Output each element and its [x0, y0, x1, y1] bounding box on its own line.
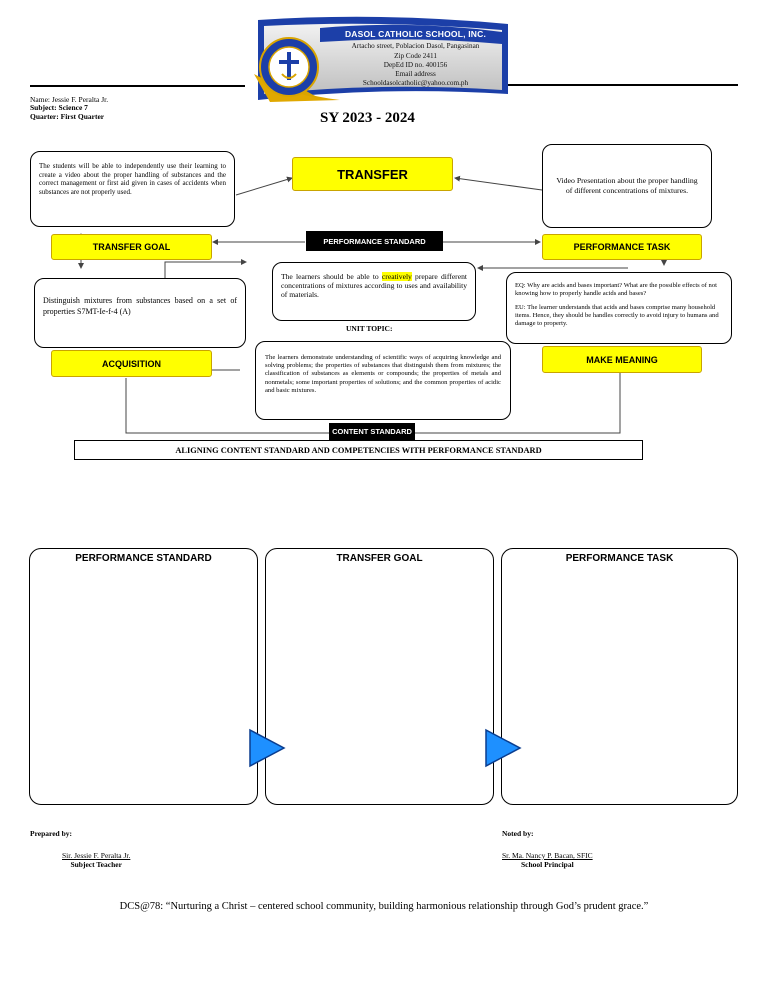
transfer-goal-text: The students will be able to independent… [39, 162, 226, 196]
school-name: DASOL CATHOLIC SCHOOL, INC. [344, 29, 487, 39]
teacher-name: Name: Jessie F. Peralta Jr. [30, 95, 109, 104]
subject: Subject: Science 7 [30, 103, 88, 113]
school-email-label: Email address [395, 70, 436, 79]
school-header-text: DASOL CATHOLIC SCHOOL, INC. Artacho stre… [318, 29, 513, 89]
header-rule-right [508, 84, 738, 86]
panel-title: PERFORMANCE TASK [565, 553, 674, 564]
performance-task-heading: PERFORMANCE TASK [573, 242, 671, 252]
performance-standard-panel: PERFORMANCE STANDARD [29, 548, 258, 805]
ps-text-pre: The learners should be able to [281, 272, 382, 281]
transfer-goal-label: TRANSFER GOAL [51, 234, 212, 260]
header-rule-left [30, 85, 245, 87]
noted-by-name: Sr. Ma. Nancy P. Bacan, SFIC [502, 851, 593, 860]
teacher-info: Name: Jessie F. Peralta Jr. Subject: Sci… [30, 95, 109, 121]
essential-question: EQ: Why are acids and bases important? W… [515, 282, 717, 297]
transfer-title-box: TRANSFER [292, 157, 453, 191]
flow-arrow-icon [485, 728, 522, 768]
panel-title: PERFORMANCE STANDARD [75, 553, 212, 564]
performance-task-panel: PERFORMANCE TASK [501, 548, 738, 805]
performance-task-text: Video Presentation about the proper hand… [556, 176, 698, 195]
aligning-banner: ALIGNING CONTENT STANDARD AND COMPETENCI… [74, 440, 643, 460]
school-seal-icon [259, 37, 319, 97]
acquisition-label: ACQUISITION [51, 350, 212, 377]
essential-understanding: EU: The learner understands that acids a… [515, 304, 719, 327]
acquisition-text: Distinguish mixtures from substances bas… [43, 296, 237, 316]
transfer-goal-heading: TRANSFER GOAL [92, 242, 171, 252]
prepared-by-role: Subject Teacher [70, 859, 122, 869]
performance-task-description: Video Presentation about the proper hand… [542, 144, 712, 228]
acquisition-heading: ACQUISITION [101, 358, 161, 369]
school-year: SY 2023 - 2024 [320, 110, 415, 126]
eq-eu-box: EQ: Why are acids and bases important? W… [506, 272, 732, 344]
noted-by-block: Sr. Ma. Nancy P. Bacan, SFIC School Prin… [502, 851, 593, 869]
unit-topic-label: UNIT TOPIC: [346, 324, 393, 333]
performance-standard-heading: PERFORMANCE STANDARD [323, 236, 426, 246]
content-standard-text: The learners demonstrate understanding o… [265, 354, 501, 394]
content-standard-description: The learners demonstrate understanding o… [255, 341, 511, 420]
make-meaning-label: MAKE MEANING [542, 346, 702, 373]
noted-by-label: Noted by: [502, 829, 534, 838]
prepared-by-name: Sir. Jessie F. Peralta Jr. [62, 851, 131, 860]
transfer-goal-panel: TRANSFER GOAL [265, 548, 494, 805]
acquisition-description: Distinguish mixtures from substances bas… [34, 278, 246, 348]
school-banner [254, 16, 508, 102]
noted-by-role: School Principal [520, 859, 574, 869]
transfer-goal-description: The students will be able to independent… [30, 151, 235, 227]
performance-task-label: PERFORMANCE TASK [542, 234, 702, 260]
school-deped-id: DepEd ID no. 400156 [383, 60, 448, 69]
content-standard-heading: CONTENT STANDARD [332, 427, 412, 436]
make-meaning-heading: MAKE MEANING [586, 354, 658, 365]
school-address: Artacho street, Poblacion Dasol, Pangasi… [351, 42, 480, 51]
school-zip: Zip Code 2411 [394, 51, 437, 60]
performance-standard-label: PERFORMANCE STANDARD [306, 231, 443, 251]
content-standard-label: CONTENT STANDARD [329, 423, 415, 440]
school-motto: DCS@78: “Nurturing a Christ – centered s… [119, 901, 649, 912]
ps-text-post: prepare different concentrations of mixt… [281, 272, 467, 300]
performance-standard-description: The learners should be able to creativel… [272, 262, 476, 321]
transfer-title: TRANSFER [337, 166, 408, 182]
aligning-text: ALIGNING CONTENT STANDARD AND COMPETENCI… [175, 445, 542, 455]
prepared-by-label: Prepared by: [30, 829, 73, 838]
school-email: Schooldasolcatholic@yahoo.com.ph [362, 79, 469, 88]
flow-arrow-icon [249, 728, 286, 768]
quarter: Quarter: First Quarter [30, 111, 105, 121]
prepared-by-block: Sir. Jessie F. Peralta Jr. Subject Teach… [62, 851, 131, 869]
panel-title: TRANSFER GOAL [336, 553, 423, 564]
ps-text-highlight: creatively [381, 272, 412, 281]
